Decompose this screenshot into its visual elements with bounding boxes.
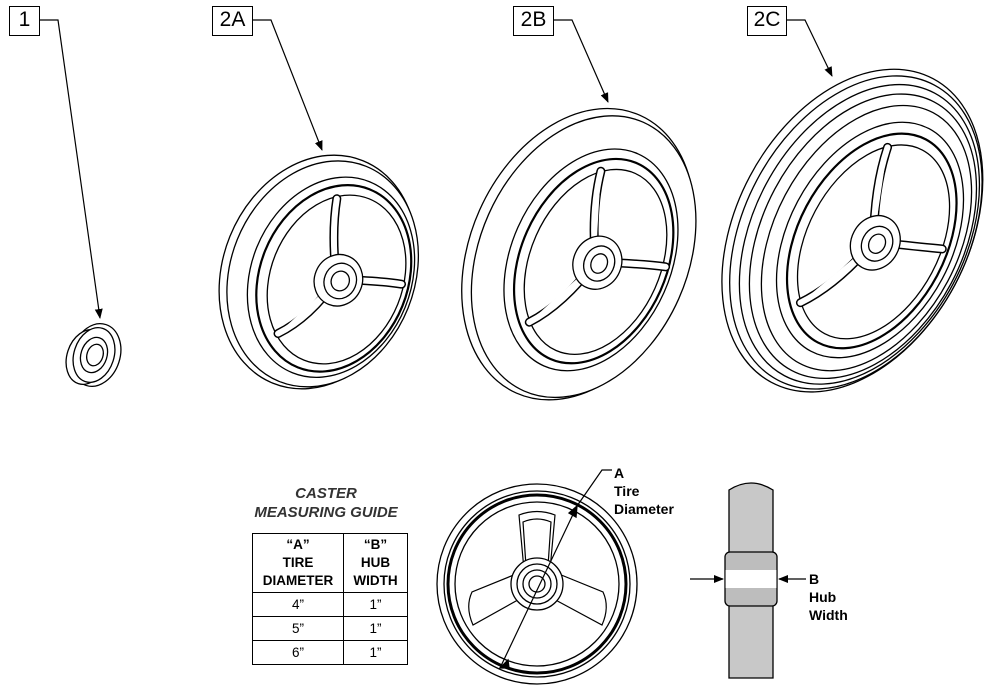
hub-width-label: B Hub Width bbox=[809, 570, 848, 624]
wheel-2a bbox=[218, 154, 420, 390]
guide-title: CASTER MEASURING GUIDE bbox=[236, 484, 416, 522]
tire-diameter-cell: 5” bbox=[252, 616, 344, 641]
table-row: 6” 1” bbox=[252, 640, 408, 665]
a-letter: A bbox=[614, 465, 625, 481]
a-line2: Diameter bbox=[614, 501, 674, 517]
hub-width-cell: 1” bbox=[343, 592, 408, 617]
tire-diameter-label: A Tire Diameter bbox=[614, 464, 674, 518]
guide-title-line2: MEASURING GUIDE bbox=[254, 504, 398, 521]
callout-2c: 2C bbox=[747, 6, 787, 36]
table-row: 5” 1” bbox=[252, 616, 408, 641]
tire-diameter-cell: 6” bbox=[252, 640, 344, 665]
callout-1: 1 bbox=[9, 6, 40, 36]
a-line1: Tire bbox=[614, 483, 640, 499]
hub-width-view bbox=[690, 482, 806, 679]
hub-width-cell: 1” bbox=[343, 616, 408, 641]
measuring-guide-table: “A” TIRE DIAMETER “B” HUB WIDTH 4” 1” 5”… bbox=[252, 533, 408, 665]
b-letter: B bbox=[809, 571, 820, 587]
b-line1: Hub bbox=[809, 589, 837, 605]
callout-2b: 2B bbox=[513, 6, 554, 36]
table-row: 4” 1” bbox=[252, 592, 408, 617]
col-a-header: “A” TIRE DIAMETER bbox=[252, 533, 344, 593]
hub-width-cell: 1” bbox=[343, 640, 408, 665]
tire-diameter-cell: 4” bbox=[252, 592, 344, 617]
callout-2a: 2A bbox=[212, 6, 253, 36]
col-b-header: “B” HUB WIDTH bbox=[343, 533, 408, 593]
guide-title-line1: CASTER bbox=[295, 485, 357, 502]
b-line2: Width bbox=[809, 607, 848, 623]
wheel-2b bbox=[461, 107, 697, 401]
front-view-wheel bbox=[436, 469, 638, 685]
bearing-part bbox=[65, 323, 122, 387]
wheel-2c bbox=[721, 68, 984, 393]
leader-lines bbox=[40, 19, 833, 319]
